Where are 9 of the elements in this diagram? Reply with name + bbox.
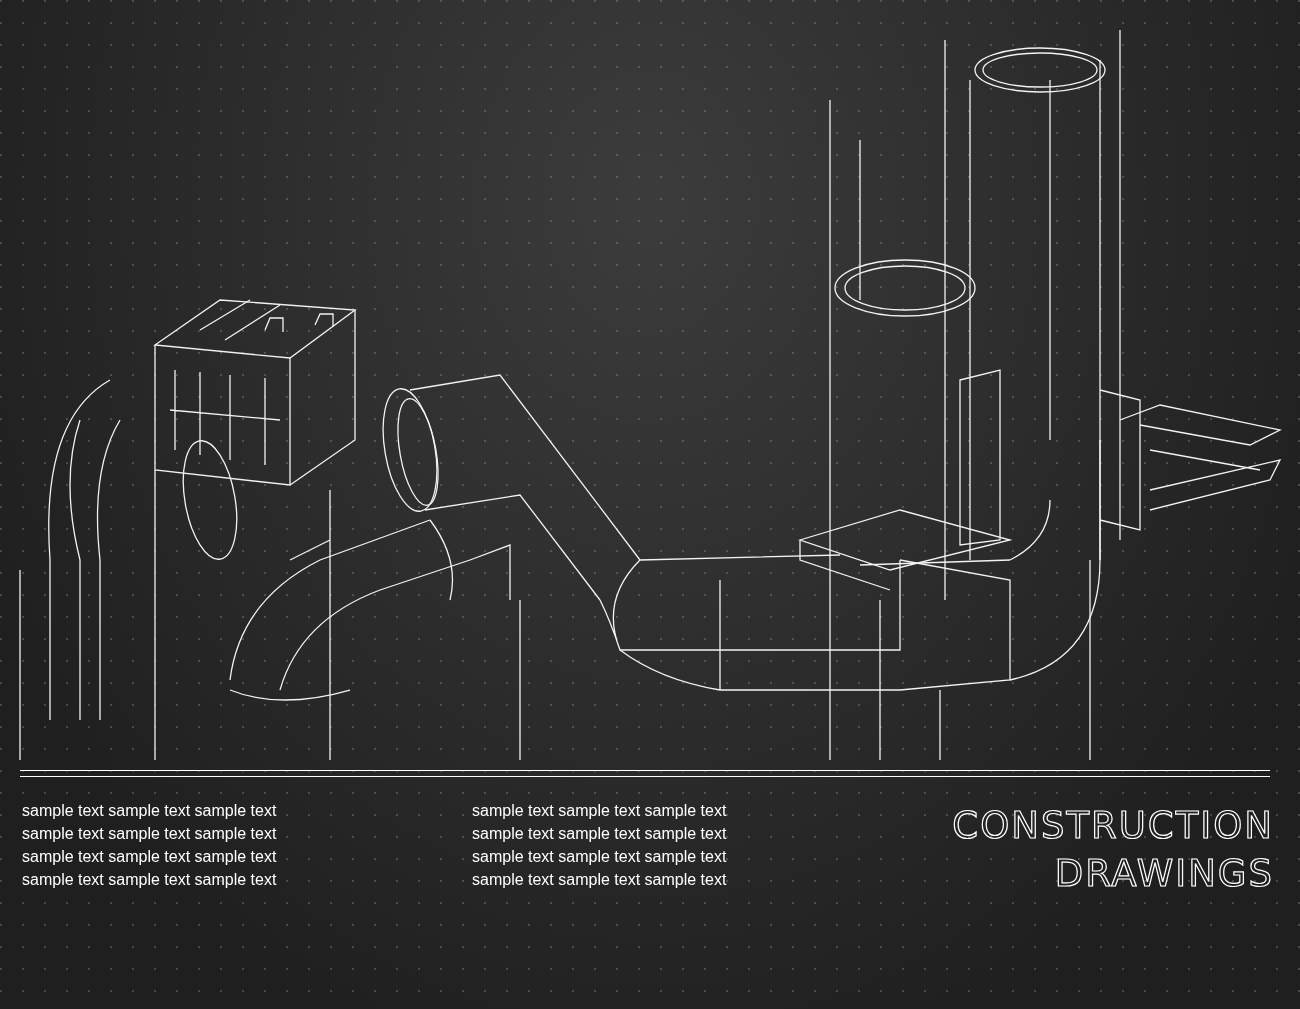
note-text: sample text sample text sample text bbox=[472, 801, 727, 821]
note-text: sample text sample text sample text bbox=[472, 824, 727, 844]
note-text: sample text sample text sample text bbox=[22, 824, 277, 844]
note-text: sample text sample text sample text bbox=[472, 847, 727, 867]
note-text: sample text sample text sample text bbox=[472, 870, 727, 890]
note-text: sample text sample text sample text bbox=[22, 870, 277, 890]
note-text: sample text sample text sample text bbox=[22, 801, 277, 821]
note-text: sample text sample text sample text bbox=[22, 847, 277, 867]
title: CONSTRUCTION DRAWINGS bbox=[951, 803, 1274, 897]
